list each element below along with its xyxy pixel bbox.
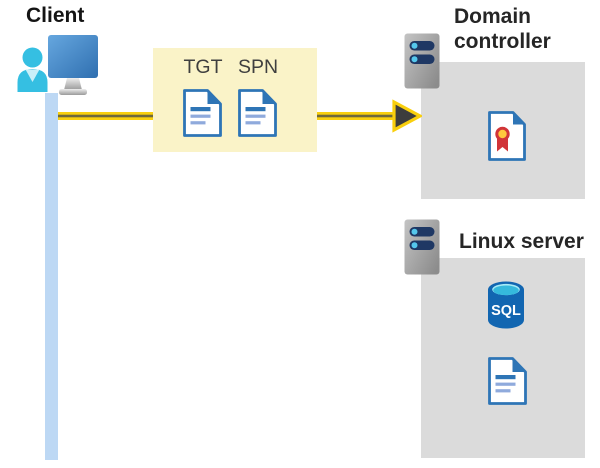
spn-label: SPN	[237, 56, 279, 78]
spn-document-icon	[237, 88, 278, 138]
linux-server-icon	[404, 219, 440, 275]
client-label: Client	[26, 4, 85, 27]
client-connection-line	[45, 93, 58, 460]
keytab-document-icon	[487, 356, 528, 406]
client-computer-icon	[17, 35, 98, 95]
ticket-box: TGT SPN	[153, 48, 317, 152]
tgt-document-icon	[182, 88, 223, 138]
person-icon	[17, 47, 48, 92]
domain-controller-server-icon	[404, 33, 440, 89]
linux-server-label: Linux server	[459, 230, 584, 253]
sql-database-icon: SQL	[488, 281, 524, 329]
domain-controller-label: Domain controller	[454, 5, 551, 53]
arrowhead-icon	[392, 99, 422, 133]
tgt-label: TGT	[183, 56, 223, 78]
monitor-icon	[48, 35, 98, 95]
tgt-ticket: TGT	[182, 56, 224, 138]
sql-icon-label: SQL	[491, 303, 521, 319]
spn-ticket: SPN	[237, 56, 279, 138]
certificate-icon	[488, 111, 526, 161]
